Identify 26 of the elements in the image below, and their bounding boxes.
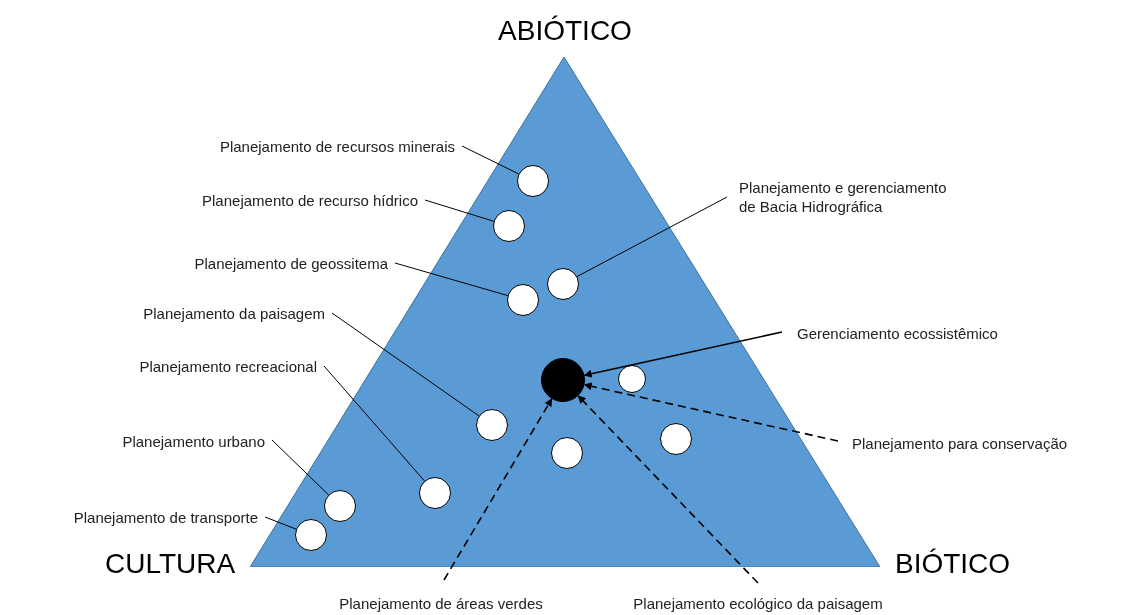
- leader-line: [264, 516, 297, 530]
- corner-label: BIÓTICO: [895, 548, 1011, 580]
- corner-label: CULTURA: [105, 548, 236, 580]
- leader-line: [461, 145, 520, 175]
- annotation-text: Planejamento e gerenciamento de Bacia Hidrográfica: [739, 178, 959, 216]
- annotation-text: Planejamento de áreas verdes: [339, 594, 543, 613]
- arrow: [577, 395, 759, 584]
- leader-line: [576, 196, 728, 277]
- arrow: [583, 382, 839, 442]
- annotation-text: Planejamento de geossitema: [194, 254, 388, 273]
- annotation-text: Planejamento recreacional: [139, 357, 317, 376]
- leader-line: [331, 312, 480, 417]
- arrow: [583, 331, 783, 378]
- annotation-text: Planejamento da paisagem: [143, 304, 325, 323]
- annotation-text: Planejamento de recursos minerais: [219, 137, 455, 156]
- leader-line: [323, 365, 425, 482]
- annotation-text: Planejamento de recurso hídrico: [202, 191, 418, 210]
- annotation-text: Gerenciamento ecossistêmico: [797, 324, 998, 343]
- annotation-text: Planejamento de transporte: [73, 508, 258, 527]
- leader-line: [394, 262, 509, 297]
- leader-line: [424, 199, 495, 222]
- annotation-text: Planejamento urbano: [122, 432, 265, 451]
- leader-line: [271, 439, 329, 496]
- corner-label: ABIÓTICO: [498, 15, 632, 47]
- annotation-text: Planejamento ecológico da paisagem: [633, 594, 883, 613]
- annotation-text: Planejamento para conservação: [852, 434, 1068, 453]
